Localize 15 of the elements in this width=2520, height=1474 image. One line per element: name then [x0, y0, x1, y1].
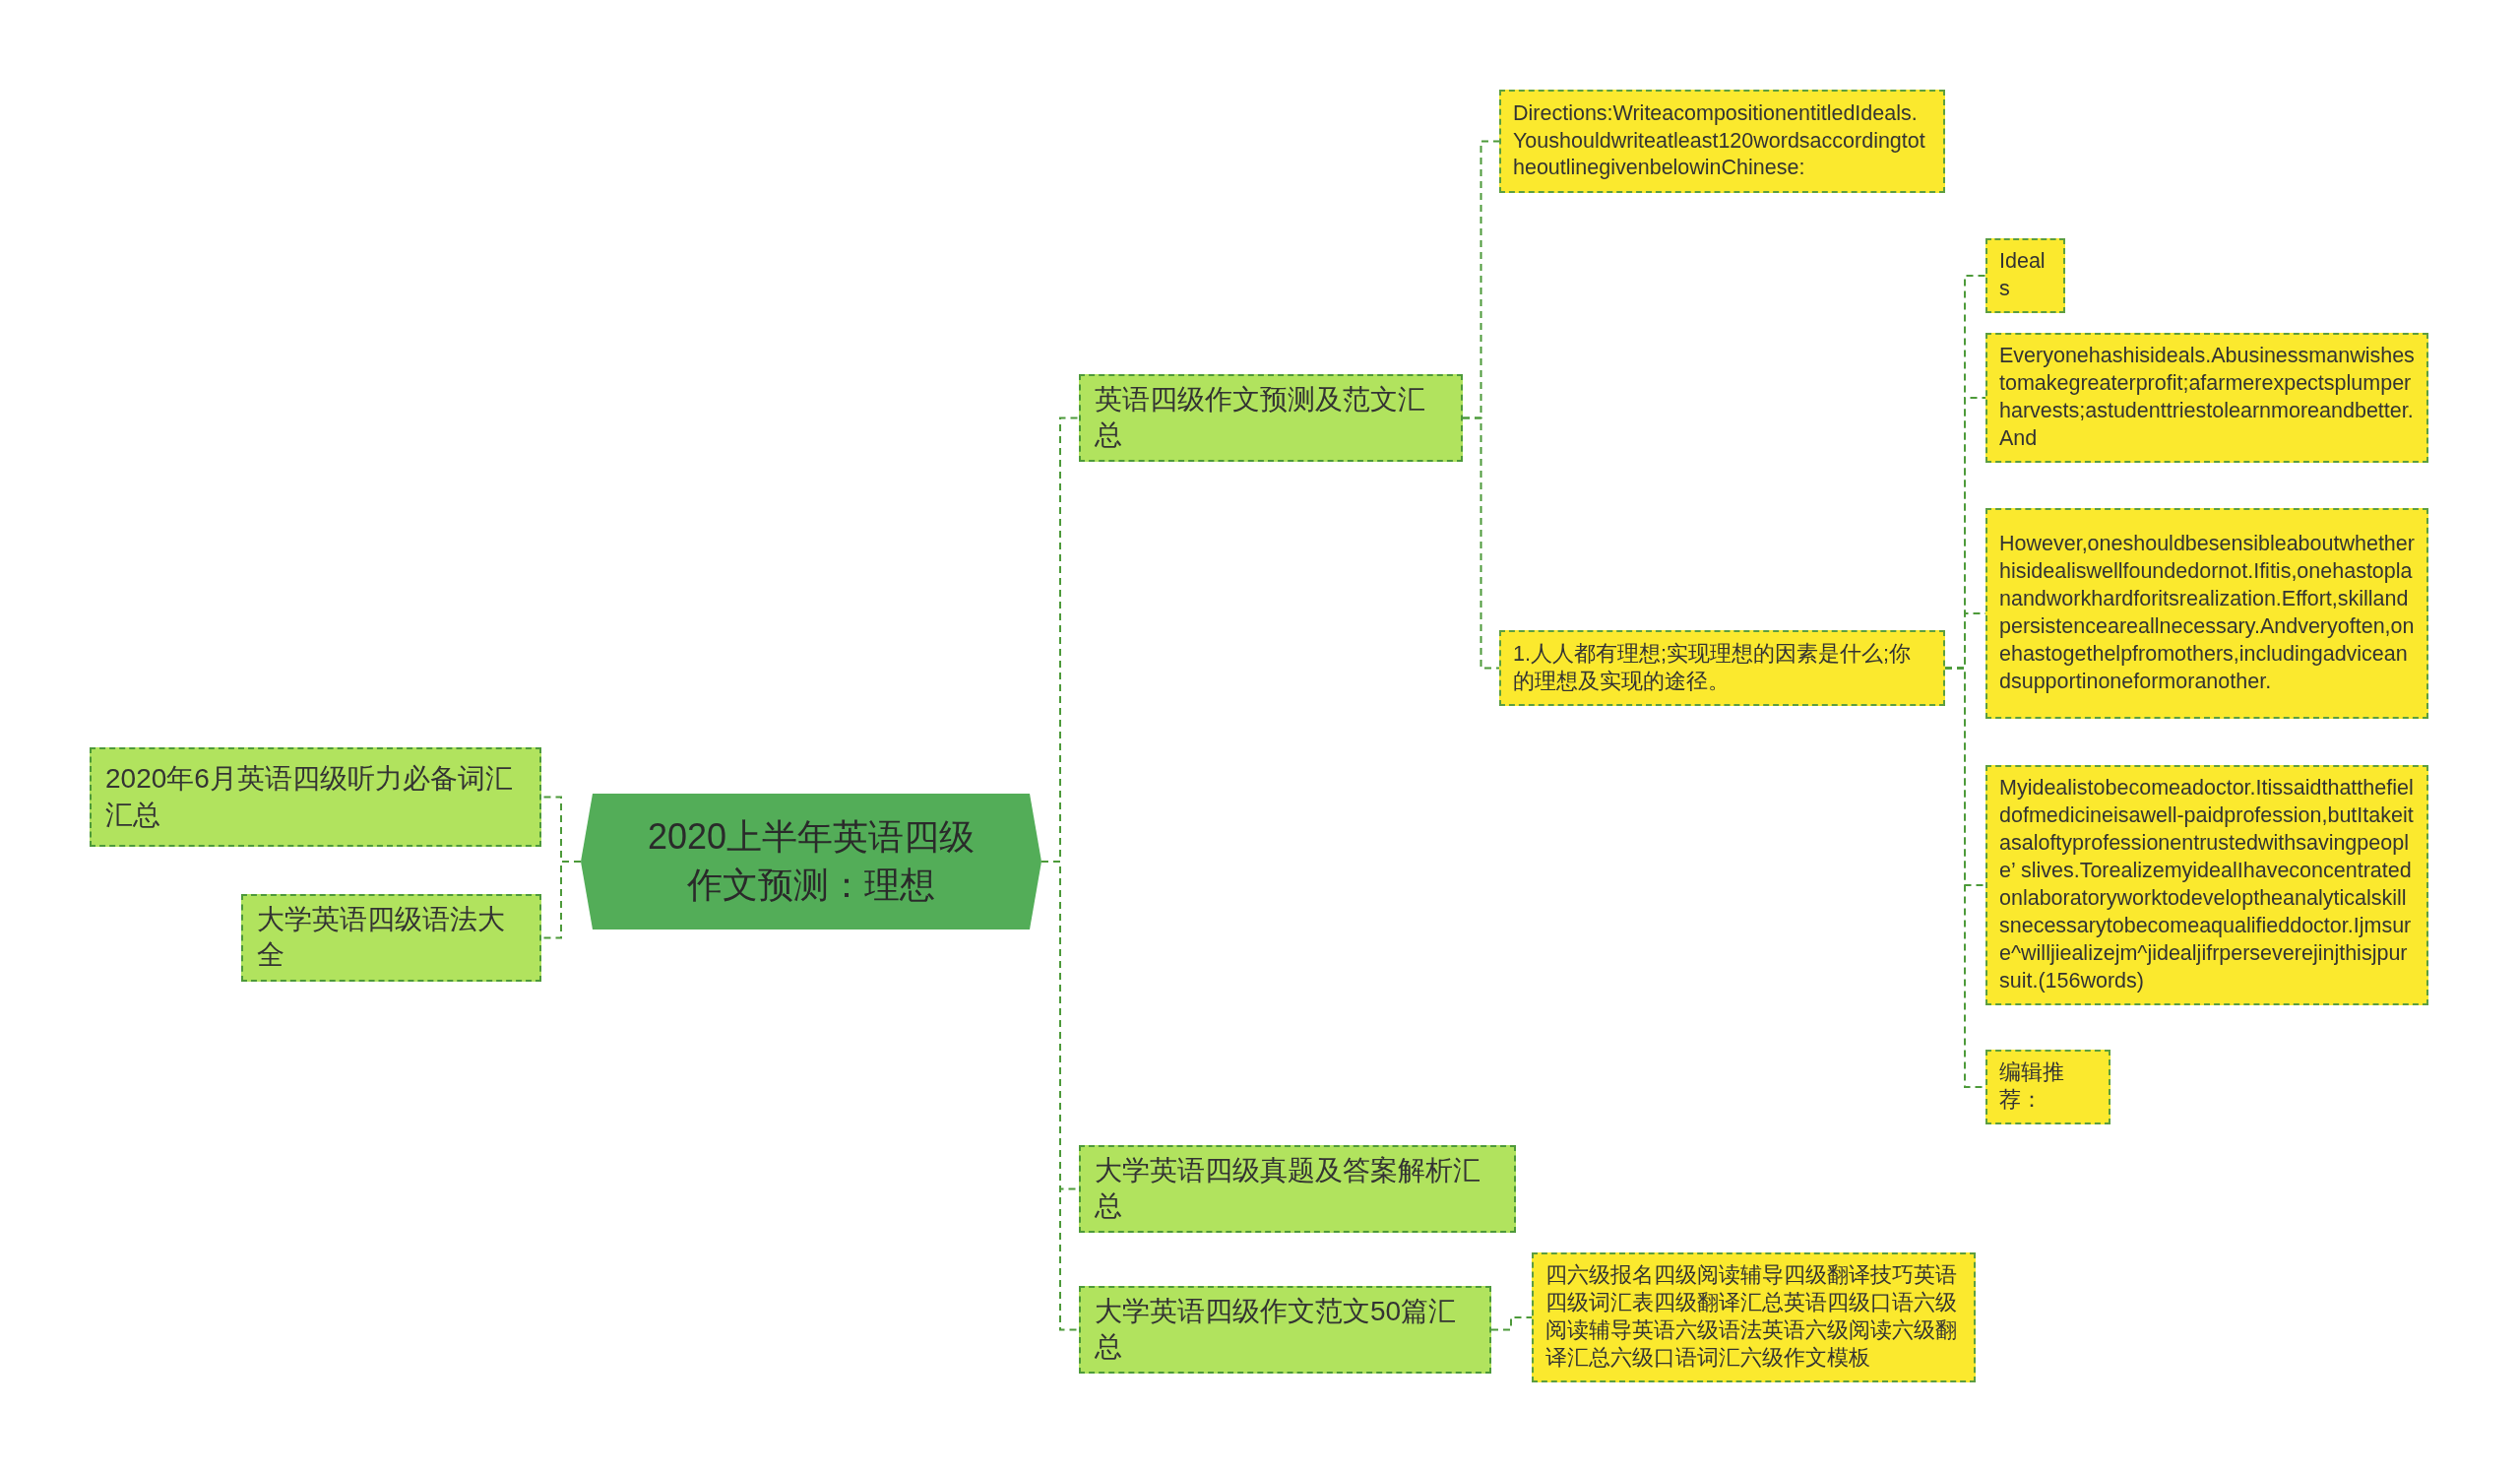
note-box: 编辑推荐：	[1985, 1050, 2110, 1124]
topic-box: 大学英语四级语法大全	[241, 894, 541, 982]
note-box: Directions:WriteacompositionentitledIdeals.Youshouldwriteatleast120wordsaccordingtotheoutlinegivenbelowinChinese:	[1499, 90, 1945, 193]
topic-box: 英语四级作文预测及范文汇总	[1079, 374, 1463, 462]
note-box: Myidealistobecomeadoctor.Itissaidthatthefieldofmedicineisawell-paidprofession,butItakeitasaloftyprofessionentrustedwithsavingpeople’ slives.TorealizemyidealIhaveconcentratedonlaboratoryworktodeveloptheanalyticalskillsnecessarytobecomeaqualifieddoctor.Ijmsure^willjiealizejm^jidealjifrperseverejinjthisjpursuit.(156words)	[1985, 765, 2428, 1005]
topic-box: 2020年6月英语四级听力必备词汇汇总	[90, 747, 541, 847]
note-box: Ideals	[1985, 238, 2065, 313]
note-box: However,oneshouldbesensibleaboutwhetherhisidealiswellfoundedornot.Ifitis,onehastoplanandworkhardforitsrealization.Effort,skillandpersistenceareallnecessary.Andveryoften,onehastogethelpfromothers,includingadviceandsupportinoneformoranother.	[1985, 508, 2428, 719]
note-box: Everyonehashisideals.Abusinessmanwishestomakegreaterprofit;afarmerexpectsplumperharvests;astudenttriestolearnmoreandbetter.And	[1985, 333, 2428, 463]
note-box: 1.人人都有理想;实现理想的因素是什么;你的理想及实现的途径。	[1499, 630, 1945, 706]
topic-box: 大学英语四级作文范文50篇汇总	[1079, 1286, 1491, 1374]
note-box: 四六级报名四级阅读辅导四级翻译技巧英语四级词汇表四级翻译汇总英语四级口语六级阅读辅导英语六级语法英语六级阅读六级翻译汇总六级口语词汇六级作文模板	[1532, 1252, 1976, 1382]
connector-line	[1462, 417, 1500, 670]
topic-box: 大学英语四级真题及答案解析汇总	[1079, 1145, 1516, 1233]
connector-line	[1490, 1316, 1533, 1331]
